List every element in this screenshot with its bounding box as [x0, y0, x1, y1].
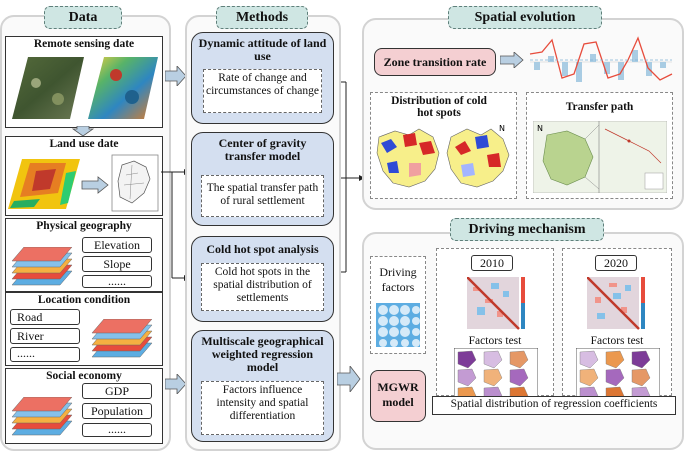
zone-rate-mini-chart — [529, 36, 673, 82]
data-to-methods-arrow-2-icon — [165, 374, 187, 394]
factors-test-2020-label: Factors test — [590, 335, 644, 347]
method-mgwr: Multiscale geographical weighted regress… — [191, 330, 334, 442]
factors-heatmap-2020 — [587, 277, 645, 330]
river-pill: River — [10, 328, 80, 344]
remote-sensing-title: Remote sensing date — [33, 38, 135, 50]
method-2-desc: The spatial transfer path of rural settl… — [201, 175, 324, 217]
zone-transition-rate-label: Zone transition rate — [383, 55, 487, 69]
gdp-pill: GDP — [82, 383, 152, 399]
mgwr-model-label: MGWR model — [377, 380, 419, 409]
hotspot-maps: N — [376, 124, 510, 188]
slope-pill: Slope — [82, 256, 152, 272]
location-title: Location condition — [37, 294, 131, 306]
hotspots-title: Distribution of cold hot spots — [391, 95, 487, 119]
factors-heatmap-2010 — [467, 277, 525, 330]
method-3-title: Cold hot spot analysis — [206, 242, 319, 256]
road-pill: Road — [10, 309, 80, 325]
transfer-path-map: N — [533, 121, 667, 193]
location-layers — [91, 319, 153, 358]
method-1-title: Dynamic attitude of land use — [198, 36, 327, 63]
driving-factors-grid — [376, 303, 420, 347]
spatial-distribution-label: Spatial distribution of regression coeff… — [450, 398, 658, 410]
land-use-box: Land use date — [5, 136, 163, 216]
method-3-desc: Cold hot spots in the spatial distributi… — [201, 263, 324, 311]
location-condition-box: Location condition Road River ...... — [5, 292, 163, 366]
hotspots-panel: Distribution of cold hot spots N — [370, 92, 517, 199]
method-center-gravity: Center of gravity transfer model The spa… — [191, 132, 334, 226]
physical-title: Physical geography — [36, 220, 132, 232]
social-title: Social economy — [46, 370, 122, 382]
land-use-title: Land use date — [49, 138, 119, 150]
factors-test-2010-label: Factors test — [468, 335, 522, 347]
social-layers — [11, 397, 73, 436]
remote-sensing-box: Remote sensing date — [5, 36, 163, 128]
year-2010-label: 2010 — [471, 255, 513, 271]
social-more-pill: ...... — [82, 423, 152, 437]
method-1-desc: Rate of change and circumstances of chan… — [203, 69, 322, 113]
driving-mechanism-header: Driving mechanism — [450, 218, 604, 241]
transfer-path-title: Transfer path — [565, 101, 634, 113]
spatial-distribution-label-box: Spatial distribution of regression coeff… — [432, 396, 676, 415]
physical-more-pill: ...... — [82, 275, 152, 288]
population-pill: Population — [82, 403, 152, 419]
elevation-pill: Elevation — [82, 237, 152, 253]
data-to-methods-arrow-1-icon — [165, 66, 187, 86]
physical-layers — [11, 247, 73, 286]
spatial-evolution-header: Spatial evolution — [448, 6, 602, 29]
social-economy-box: Social economy GDP Population ...... — [5, 368, 163, 444]
method-4-title: Multiscale geographical weighted regress… — [201, 334, 324, 374]
method-2-title: Center of gravity transfer model — [218, 136, 307, 163]
land-use-images — [8, 154, 159, 212]
method-4-desc: Factors influence intensity and spatial … — [201, 381, 324, 435]
down-arrow-1-icon — [72, 126, 94, 136]
method-cold-hot-spot: Cold hot spot analysis Cold hot spots in… — [191, 236, 334, 322]
driving-factors-box: Driving factors — [370, 256, 426, 354]
location-more-pill: ...... — [10, 347, 80, 362]
remote-sensing-images — [12, 57, 158, 119]
svg-text:N: N — [537, 124, 543, 133]
year-2020-label: 2020 — [595, 255, 637, 271]
svg-text:N: N — [499, 124, 505, 133]
method-dynamic-attitude: Dynamic attitude of land use Rate of cha… — [191, 32, 334, 124]
zone-arrow-icon — [500, 52, 524, 68]
mgwr-model-box: MGWR model — [370, 370, 426, 422]
methods-to-driving-arrow-icon — [337, 366, 361, 392]
zone-transition-rate-box: Zone transition rate — [374, 48, 496, 76]
driving-factors-label: Driving factors — [379, 265, 417, 294]
physical-geography-box: Physical geography Elevation Slope .....… — [5, 218, 163, 292]
transfer-path-panel: Transfer path N — [526, 92, 673, 199]
methods-header: Methods — [216, 6, 308, 29]
data-header: Data — [44, 6, 122, 29]
